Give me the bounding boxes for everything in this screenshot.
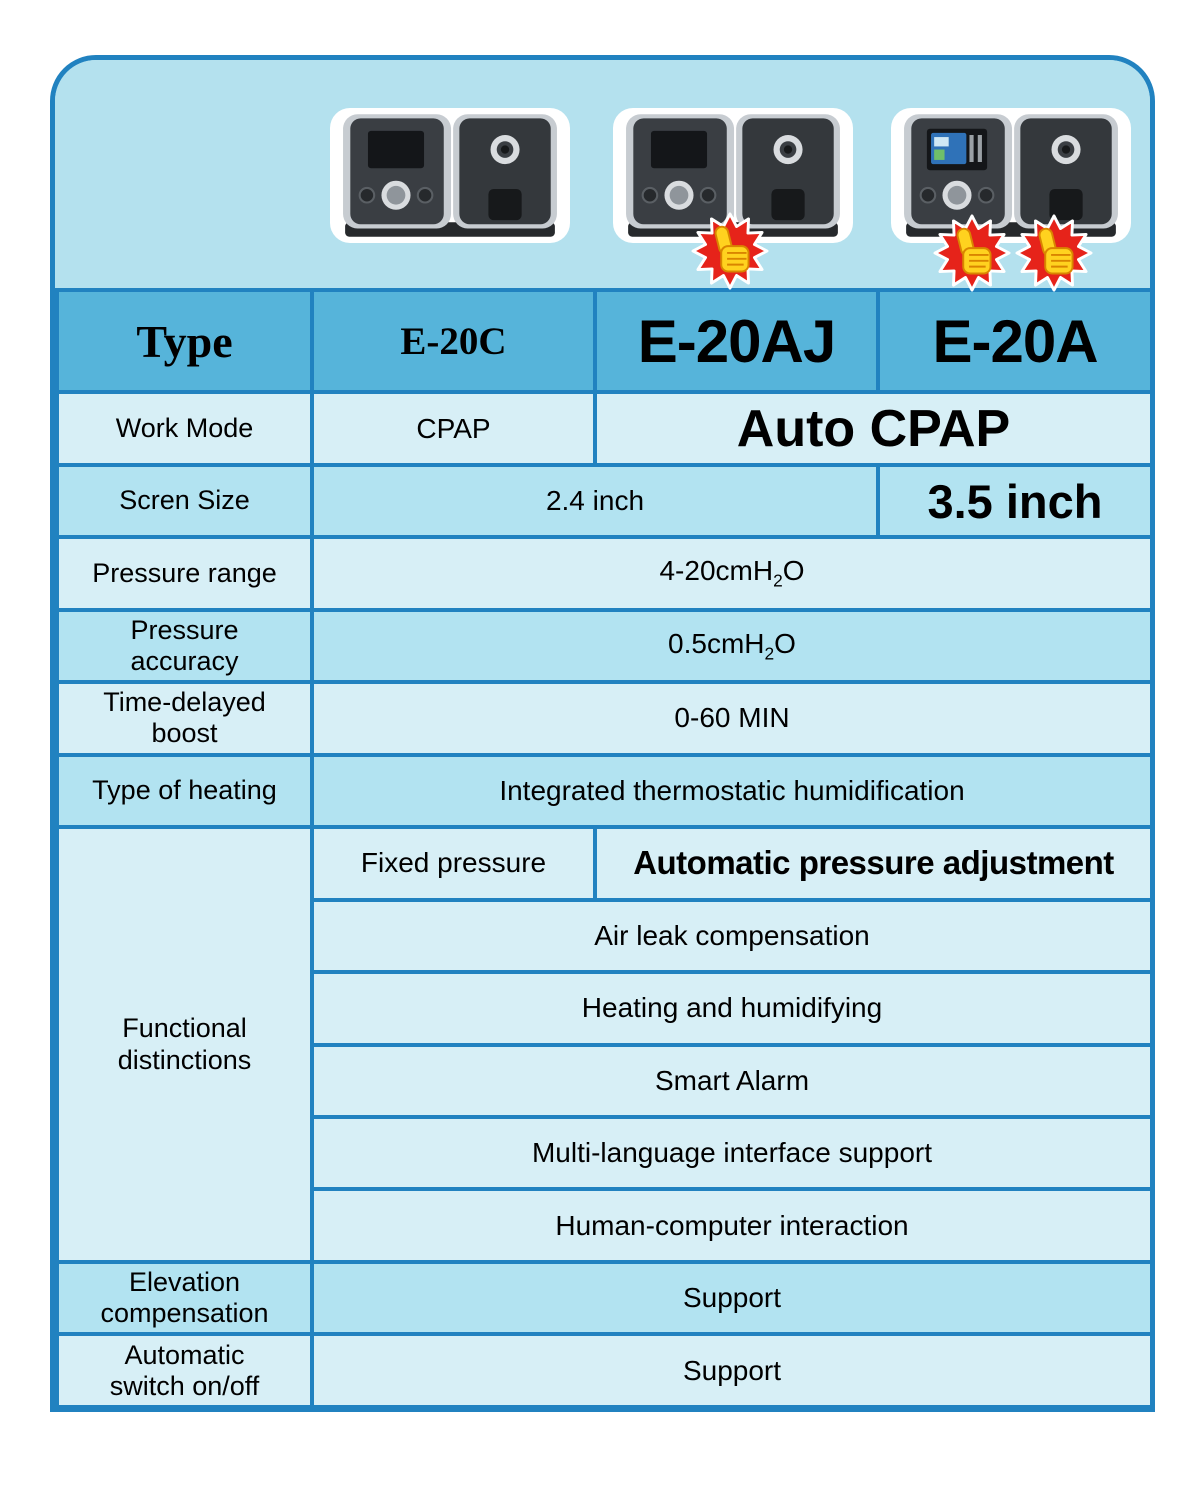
thumbs-up-icon	[1015, 214, 1093, 292]
elevation-compensation-label: Elevation compensation	[55, 1259, 314, 1337]
auto-switch-value: Support	[310, 1332, 1150, 1407]
cpap-device-illustration	[330, 108, 570, 243]
pressure-range-value: 4-20cmH2O	[310, 535, 1150, 612]
comparison-panel: Type E-20C E-20AJ E-20A Work Mode CPAP A…	[50, 55, 1155, 1412]
functional-row-smart-alarm: Smart Alarm	[310, 1042, 1150, 1120]
type-of-heating-label: Type of heating	[55, 752, 314, 830]
pressure-range-label: Pressure range	[55, 535, 314, 612]
product-image-e20c	[330, 108, 570, 243]
screen-size-e20a-value: 3.5 inch	[876, 462, 1150, 540]
functional-row-multi-language: Multi-language interface support	[310, 1114, 1150, 1192]
header-model-e20c: E-20C	[310, 287, 597, 395]
functional-row-human-computer: Human-computer interaction	[310, 1187, 1150, 1264]
time-delayed-boost-label: Time-delayed boost	[55, 680, 314, 757]
header-model-e20aj: E-20AJ	[593, 287, 880, 395]
functional-distinctions-label: Functional distinctions	[55, 825, 314, 1264]
pressure-accuracy-value: 0.5cmH2O	[310, 607, 1150, 685]
work-mode-auto-value: Auto CPAP	[593, 390, 1150, 467]
work-mode-label: Work Mode	[55, 390, 314, 467]
thumbs-up-icon	[933, 214, 1011, 292]
cpap-device-illustration	[891, 108, 1131, 243]
functional-row-heating-humidifying: Heating and humidifying	[310, 970, 1150, 1047]
screen-size-shared-value: 2.4 inch	[310, 462, 880, 540]
time-delayed-boost-value: 0-60 MIN	[310, 680, 1150, 757]
work-mode-e20c-value: CPAP	[310, 390, 597, 467]
product-showcase	[55, 60, 1150, 288]
comparison-table: Type E-20C E-20AJ E-20A Work Mode CPAP A…	[55, 287, 1150, 1407]
pressure-accuracy-label: Pressure accuracy	[55, 607, 314, 685]
auto-switch-label: Automatic switch on/off	[55, 1332, 314, 1407]
functional-fixed-pressure: Fixed pressure	[310, 825, 597, 902]
thumbs-up-icon	[691, 212, 769, 290]
functional-auto-adjustment: Automatic pressure adjustment	[593, 825, 1150, 902]
type-of-heating-value: Integrated thermostatic humidification	[310, 752, 1150, 830]
functional-row-air-leak: Air leak compensation	[310, 897, 1150, 975]
product-image-e20a	[891, 108, 1131, 243]
header-type-label: Type	[55, 287, 314, 395]
header-model-e20a: E-20A	[876, 287, 1150, 395]
screen-size-label: Scren Size	[55, 462, 314, 540]
elevation-compensation-value: Support	[310, 1259, 1150, 1337]
